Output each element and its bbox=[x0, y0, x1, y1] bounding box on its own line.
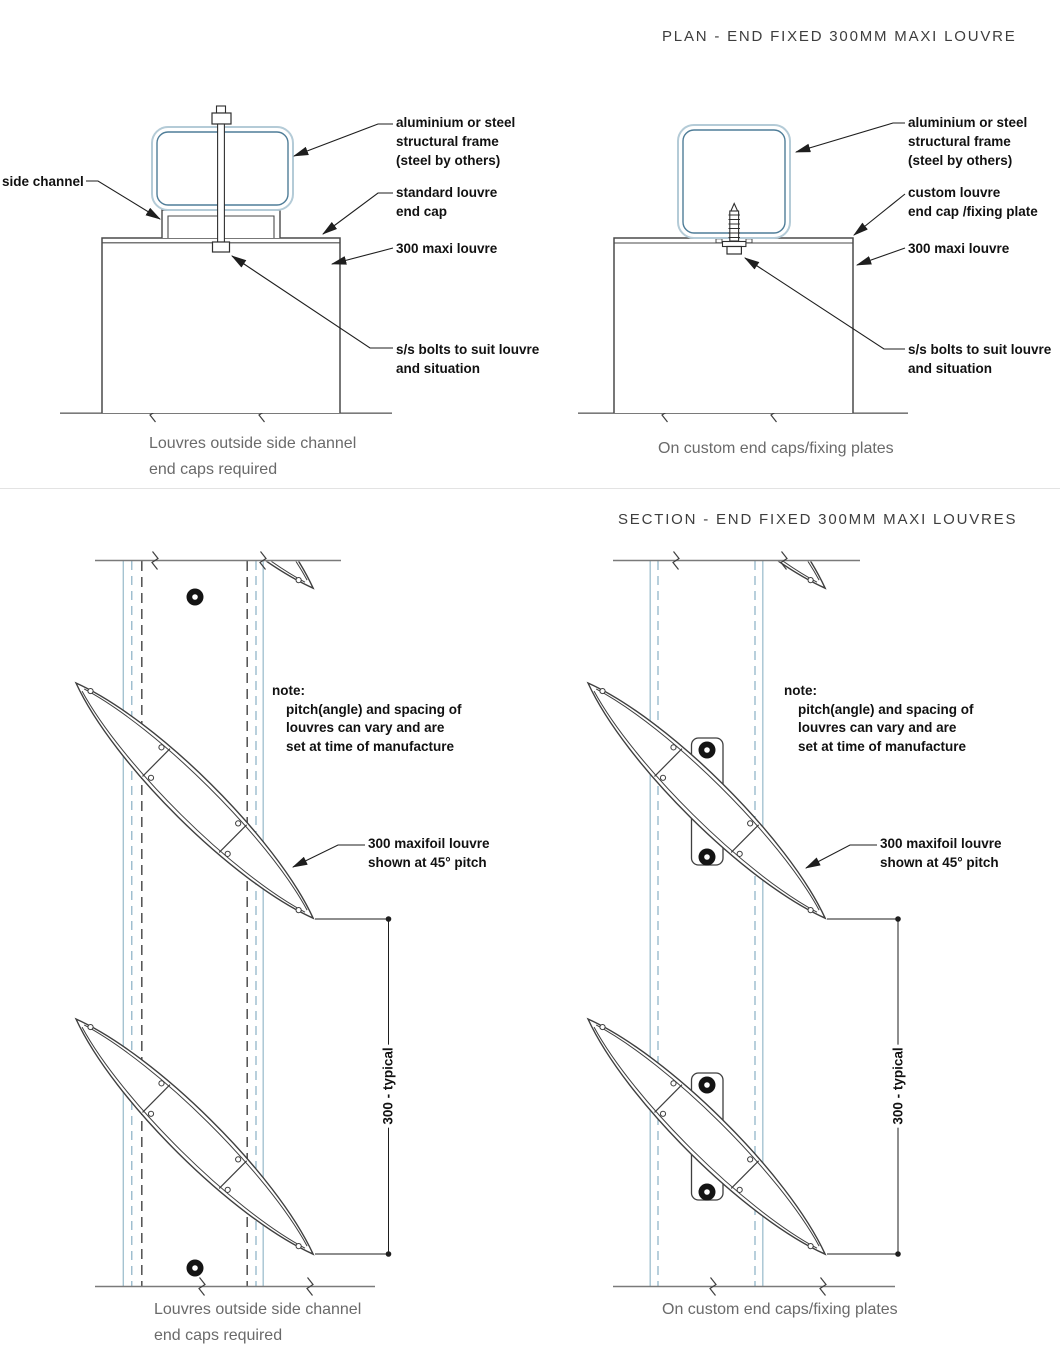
label-custom-end-cap: custom louvre end cap /fixing plate bbox=[908, 185, 1038, 219]
louvre-blade bbox=[58, 1001, 331, 1272]
sheet-divider bbox=[0, 488, 1060, 489]
guide-lines bbox=[122, 561, 264, 1286]
bolt-head bbox=[186, 1259, 204, 1277]
leader-louvre bbox=[330, 247, 394, 265]
leader-louvre bbox=[855, 247, 906, 266]
label-ss-bolts-right: s/s bolts to suit louvre and situation bbox=[908, 342, 1052, 376]
section-title: SECTION - END FIXED 300MM MAXI LOUVRES bbox=[618, 511, 1018, 528]
leader-frame bbox=[292, 123, 393, 157]
label-maxifoil-left: 300 maxifoil louvre shown at 45° pitch bbox=[368, 836, 490, 870]
through-bolt bbox=[211, 105, 232, 253]
label-standard-end-cap: standard louvre end cap bbox=[396, 185, 498, 219]
louvre-box bbox=[613, 237, 854, 413]
section-right-view bbox=[570, 550, 901, 1297]
caption-plan-left: Louvres outside side channel end caps re… bbox=[149, 435, 357, 478]
leader-end-cap bbox=[322, 192, 393, 235]
bolt-head bbox=[698, 1183, 716, 1201]
louvre-box bbox=[101, 237, 341, 413]
leader-maxifoil bbox=[805, 844, 877, 869]
bolt-head bbox=[186, 588, 204, 606]
label-300-maxi-louvre-right: 300 maxi louvre bbox=[908, 241, 1010, 256]
bolt-head bbox=[698, 741, 716, 759]
leader-bolts bbox=[231, 255, 393, 349]
caption-section-right: On custom end caps/fixing plates bbox=[662, 1301, 898, 1318]
leader-maxifoil bbox=[292, 844, 365, 868]
label-maxifoil-right: 300 maxifoil louvre shown at 45° pitch bbox=[880, 836, 1002, 870]
plan-right-view bbox=[578, 122, 908, 423]
caption-plan-right: On custom end caps/fixing plates bbox=[658, 440, 894, 457]
leader-frame bbox=[794, 122, 905, 153]
plan-title: PLAN - END FIXED 300MM MAXI LOUVRE bbox=[662, 28, 1017, 45]
label-structural-frame-left: aluminium or steel structural frame (ste… bbox=[396, 115, 516, 168]
dimension-text-right: 300 - typical bbox=[890, 1044, 906, 1128]
label-ss-bolts-left: s/s bolts to suit louvre and situation bbox=[396, 342, 540, 376]
caption-section-left: Louvres outside side channel end caps re… bbox=[154, 1301, 362, 1344]
label-side-channel: side channel bbox=[2, 174, 84, 189]
bolt-head bbox=[698, 1076, 716, 1094]
leader-side-channel bbox=[86, 180, 161, 220]
note-right: note: pitch(angle) and spacing of louvre… bbox=[784, 683, 974, 754]
dimension-text-left: 300 - typical bbox=[380, 1044, 396, 1128]
plan-left-view bbox=[60, 105, 394, 423]
section-left-view bbox=[58, 550, 392, 1297]
leader-end-cap bbox=[853, 193, 906, 236]
note-left: note: pitch(angle) and spacing of louvre… bbox=[272, 683, 462, 754]
label-300-maxi-louvre-left: 300 maxi louvre bbox=[396, 241, 498, 256]
bolt-head bbox=[698, 848, 716, 866]
louvre-blade bbox=[570, 1001, 843, 1272]
leader-bolts bbox=[744, 257, 905, 350]
label-structural-frame-right: aluminium or steel structural frame (ste… bbox=[908, 115, 1028, 168]
fixing-screw bbox=[721, 202, 747, 255]
